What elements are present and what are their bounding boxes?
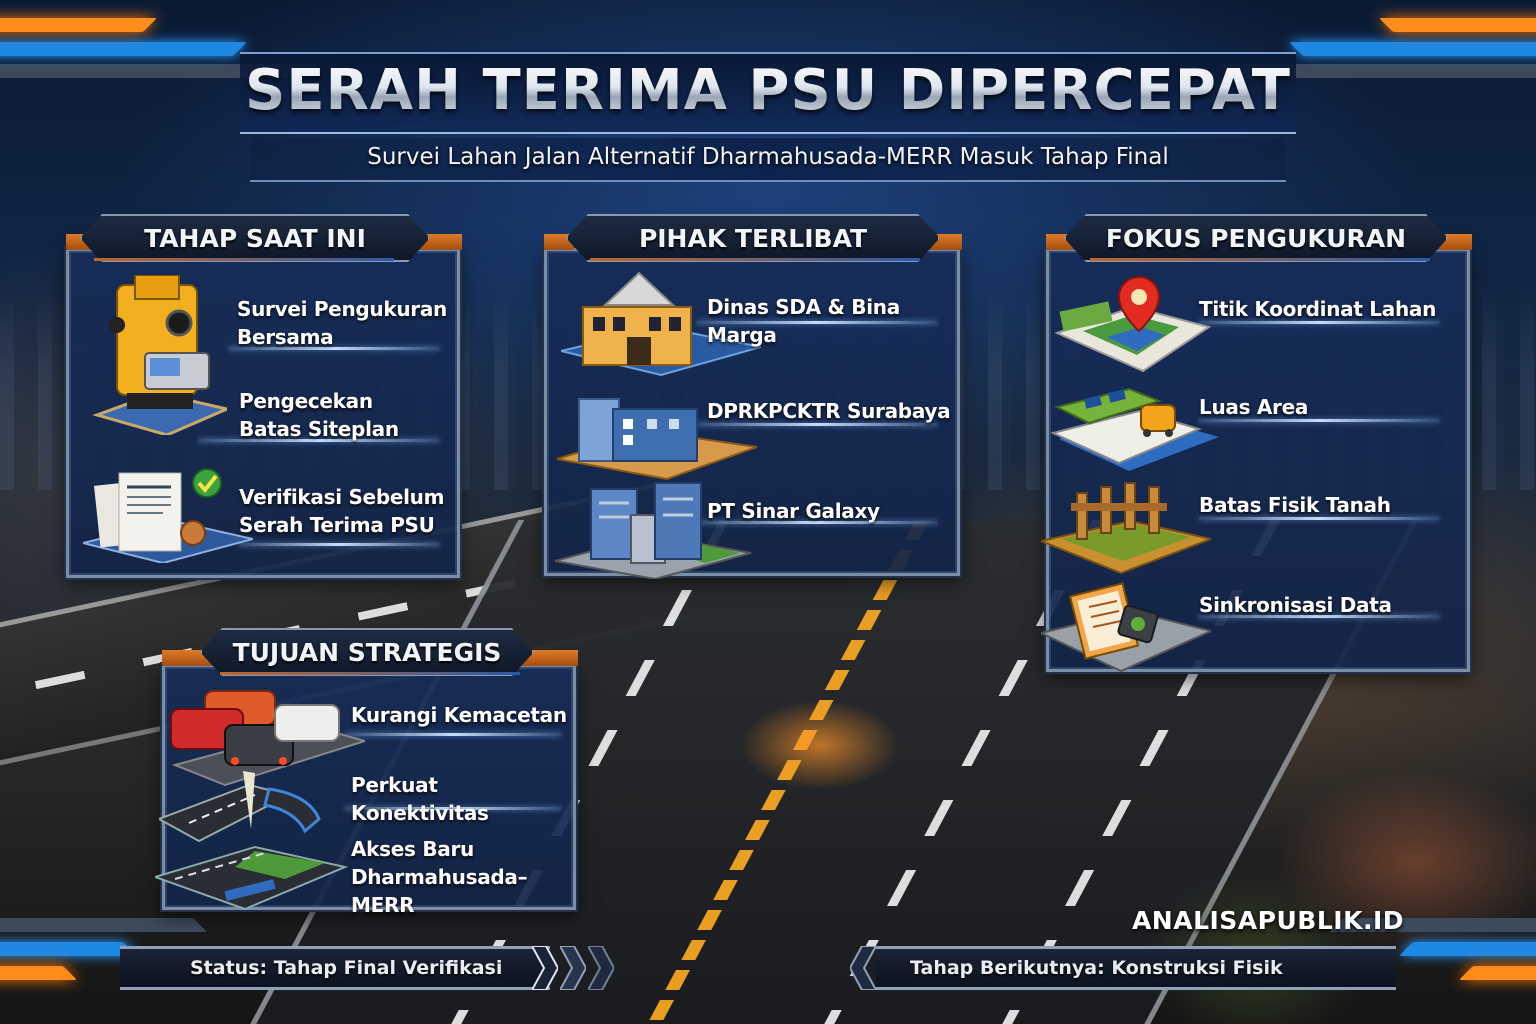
- list-item: Kurangi Kemacetan: [351, 701, 571, 729]
- verified-document-icon: [82, 463, 254, 565]
- item-label: Titik Koordinat Lahan: [1199, 297, 1437, 321]
- status-text: Status: Tahap Final Verifikasi: [190, 957, 503, 979]
- item-line: Batas Siteplan: [239, 417, 399, 441]
- item-line: Verifikasi Sebelum: [239, 485, 445, 509]
- panel-header-parties: PIHAK TERLIBAT: [566, 214, 940, 262]
- item-label: Luas Area: [1199, 395, 1309, 419]
- title-band: [240, 52, 1296, 134]
- item-line: Serah Terima PSU: [239, 513, 435, 537]
- panel-title: TUJUAN STRATEGIS: [232, 637, 502, 667]
- fence-icon: [1037, 477, 1215, 577]
- list-item: DPRKPCKTR Surabaya: [707, 397, 957, 425]
- area-map-icon: [1049, 377, 1219, 477]
- list-item: Batas Fisik Tanah: [1199, 491, 1459, 519]
- total-station-icon: [87, 274, 232, 437]
- traffic-cars-icon: [165, 677, 369, 787]
- item-label: Perkuat Konektivitas: [351, 773, 489, 825]
- page-title: SERAH TERIMA PSU DIPERCEPAT: [0, 58, 1536, 123]
- list-item: Akses Baru Dharmahusada–MERR: [351, 835, 571, 919]
- list-item: Survei Pengukuran Bersama: [237, 295, 447, 351]
- list-item: Luas Area: [1199, 393, 1459, 421]
- item-label: DPRKPCKTR Surabaya: [707, 399, 951, 423]
- clipboard-data-icon: [1038, 575, 1215, 675]
- office-building-icon: [556, 381, 758, 481]
- panel-parties: Dinas SDA & Bina Marga DPRKPCKTR Surabay…: [544, 248, 960, 581]
- item-line: Akses Baru: [351, 837, 474, 861]
- next-stage-text: Tahap Berikutnya: Konstruksi Fisik: [910, 957, 1283, 979]
- brand-watermark: ANALISAPUBLIK.ID: [1131, 906, 1404, 935]
- item-label: Kurangi Kemacetan: [351, 703, 567, 727]
- chevron-right-icon: [560, 946, 586, 990]
- item-label: PT Sinar Galaxy: [707, 499, 880, 523]
- list-item: Titik Koordinat Lahan: [1199, 295, 1459, 323]
- list-item: Perkuat Konektivitas: [351, 771, 571, 827]
- item-label: Dinas SDA & Bina Marga: [707, 295, 900, 347]
- light-flare: [740, 700, 900, 790]
- panel-header-current-stage: TAHAP SAAT INI: [80, 214, 430, 262]
- road-junction-icon: [156, 769, 359, 849]
- subtitle-band: [250, 138, 1286, 182]
- panel-title: FOKUS PENGUKURAN: [1105, 223, 1407, 253]
- chevron-right-icon: [588, 946, 614, 990]
- panel-title: PIHAK TERLIBAT: [638, 223, 868, 253]
- chevron-right-icon: [532, 946, 558, 990]
- item-line: Dharmahusada–MERR: [351, 865, 528, 917]
- tower-buildings-icon: [554, 479, 755, 581]
- panel-header-measurement-focus: FOKUS PENGUKURAN: [1064, 214, 1448, 262]
- chevron-left-icon: [850, 946, 876, 990]
- panel-current-stage: Survei Pengukuran Bersama Pengecekan Bat…: [66, 248, 460, 578]
- item-label: Batas Fisik Tanah: [1199, 493, 1391, 517]
- new-road-icon: [151, 833, 355, 913]
- panel-strategic-goals: Kurangi Kemacetan Perkuat Konektivitas A…: [151, 664, 576, 917]
- item-label: Sinkronisasi Data: [1199, 593, 1392, 617]
- map-pin-icon: [1053, 267, 1213, 377]
- list-item: Pengecekan Batas Siteplan: [239, 387, 449, 443]
- list-item: Dinas SDA & Bina Marga: [707, 293, 957, 349]
- status-bar: Status: Tahap Final Verifikasi: [120, 946, 550, 990]
- item-line: Bersama: [237, 325, 334, 349]
- item-line: Survei Pengukuran: [237, 297, 447, 321]
- panel-title: TAHAP SAAT INI: [144, 223, 366, 253]
- list-item: Verifikasi Sebelum Serah Terima PSU: [239, 483, 455, 539]
- page-subtitle: Survei Lahan Jalan Alternatif Dharmahusa…: [367, 144, 1169, 170]
- next-stage-bar: Tahap Berikutnya: Konstruksi Fisik: [876, 946, 1396, 990]
- list-item: Sinkronisasi Data: [1199, 591, 1459, 619]
- panel-header-strategic-goals: TUJUAN STRATEGIS: [200, 628, 534, 676]
- item-line: Pengecekan: [239, 389, 373, 413]
- list-item: PT Sinar Galaxy: [707, 497, 957, 525]
- panel-measurement-focus: Titik Koordinat Lahan Luas Area Batas Fi…: [1037, 248, 1470, 673]
